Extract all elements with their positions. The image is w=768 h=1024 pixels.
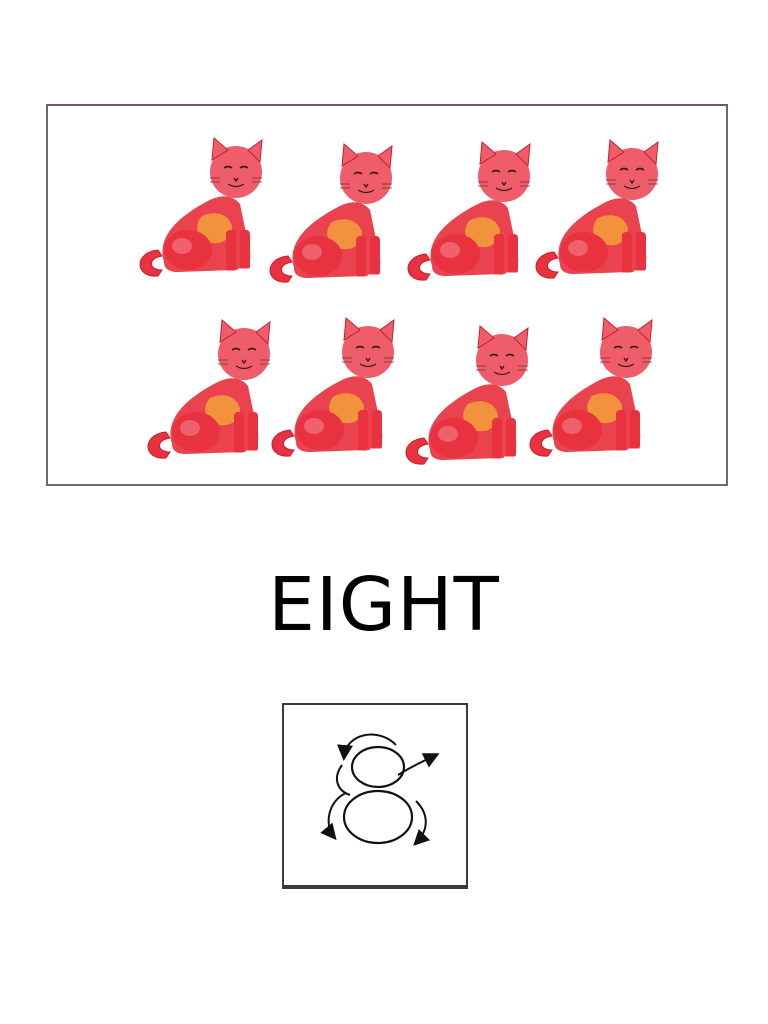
cat-icon (518, 312, 668, 462)
cat-icon (396, 136, 546, 286)
numeral-trace-box (282, 703, 468, 889)
cat-icon (394, 320, 544, 470)
cat-icon (524, 134, 674, 284)
cat-icon (258, 138, 408, 288)
number-word: EIGHT (268, 562, 500, 648)
numeral-8-trace-icon (320, 733, 440, 846)
cat-picture-frame (46, 104, 728, 486)
cat-icon (136, 314, 286, 464)
cat-icon (260, 312, 410, 462)
cat-icon (128, 132, 278, 282)
